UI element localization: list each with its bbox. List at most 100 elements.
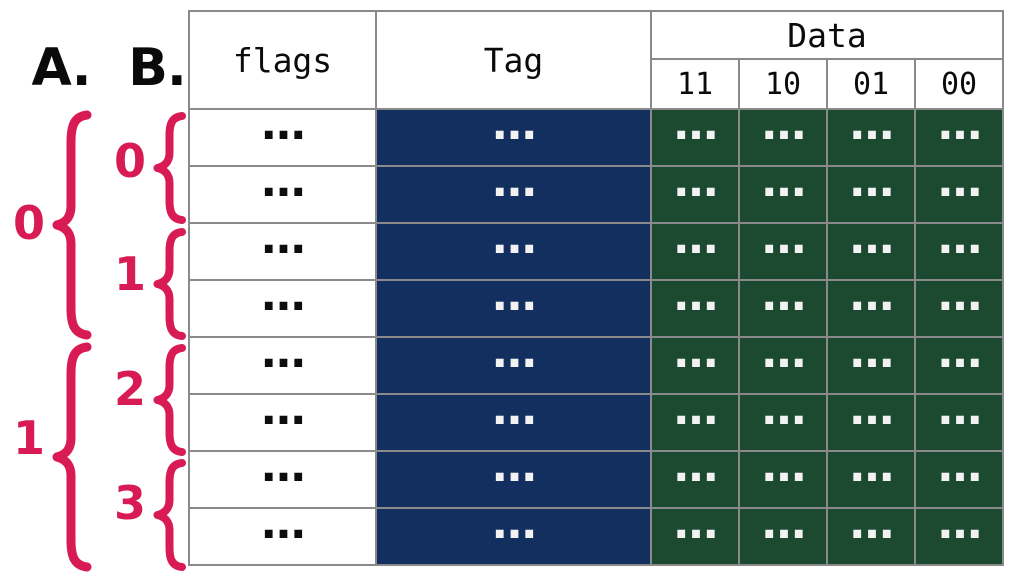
data-cell: ...	[826, 445, 916, 509]
flags-cell: ...	[188, 502, 377, 566]
data-cell: ...	[738, 160, 828, 224]
ellipsis-placeholder: ...	[848, 213, 895, 264]
data-cell: ...	[826, 388, 916, 452]
ellipsis-placeholder: ...	[491, 498, 537, 549]
ellipsis-placeholder: ...	[848, 99, 895, 150]
data-cell: ...	[738, 445, 828, 509]
data-cell: ...	[650, 160, 740, 224]
ellipsis-placeholder: ...	[672, 156, 719, 207]
data-cell: ...	[913, 160, 1005, 224]
flags-cell: ...	[188, 274, 377, 338]
tag-cell: ...	[375, 274, 652, 338]
ellipsis-placeholder: ...	[672, 498, 719, 549]
b-group-label-2: 2	[113, 362, 147, 416]
ellipsis-placeholder: ...	[760, 99, 807, 150]
curly-brace-icon	[151, 112, 188, 224]
curly-brace-icon	[151, 459, 188, 571]
a-group-label-0: 0	[12, 196, 46, 250]
b-group-label-0: 0	[113, 134, 147, 188]
data-cell: ...	[826, 331, 916, 395]
ellipsis-placeholder: ...	[760, 384, 807, 435]
data-cell: ...	[913, 388, 1005, 452]
flags-column-header: flags	[188, 10, 377, 110]
curly-brace-icon	[151, 344, 188, 456]
ellipsis-placeholder: ...	[672, 213, 719, 264]
tag-cell: ...	[375, 160, 652, 224]
index-column-b-heading: B.	[128, 38, 186, 98]
data-cell: ...	[826, 274, 916, 338]
data-cell: ...	[738, 274, 828, 338]
ellipsis-placeholder: ...	[760, 270, 807, 321]
ellipsis-placeholder: ...	[672, 99, 719, 150]
data-cell: ...	[738, 103, 828, 167]
index-column-a-heading: A.	[31, 38, 92, 98]
ellipsis-placeholder: ...	[936, 327, 983, 378]
data-cell: ...	[913, 217, 1005, 281]
ellipsis-placeholder: ...	[936, 498, 983, 549]
ellipsis-placeholder: ...	[672, 441, 719, 492]
ellipsis-placeholder: ...	[848, 498, 895, 549]
tag-cell: ...	[375, 331, 652, 395]
ellipsis-placeholder: ...	[491, 99, 537, 150]
ellipsis-placeholder: ...	[491, 384, 537, 435]
tag-column-header: Tag	[375, 10, 652, 110]
ellipsis-placeholder: ...	[936, 213, 983, 264]
table-row: ... ... ... ... ... ...	[188, 274, 1005, 338]
ellipsis-placeholder: ...	[260, 498, 306, 549]
ellipsis-placeholder: ...	[760, 441, 807, 492]
ellipsis-placeholder: ...	[260, 156, 306, 207]
ellipsis-placeholder: ...	[260, 213, 306, 264]
data-cell: ...	[650, 388, 740, 452]
tag-cell: ...	[375, 103, 652, 167]
table-row: ... ... ... ... ... ...	[188, 331, 1005, 395]
data-cell: ...	[826, 160, 916, 224]
ellipsis-placeholder: ...	[672, 384, 719, 435]
data-cell: ...	[650, 331, 740, 395]
ellipsis-placeholder: ...	[848, 156, 895, 207]
data-subcolumn-header-01: 01	[826, 58, 916, 110]
ellipsis-placeholder: ...	[848, 441, 895, 492]
cache-table: flags Tag Data 11 10 01 00 ... ... ... .…	[188, 10, 1005, 566]
data-cell: ...	[826, 217, 916, 281]
ellipsis-placeholder: ...	[491, 213, 537, 264]
tag-cell: ...	[375, 502, 652, 566]
header-row-top: flags Tag Data	[188, 10, 1005, 110]
data-subcolumn-header-11: 11	[650, 58, 740, 110]
table-row: ... ... ... ... ... ...	[188, 217, 1005, 281]
ellipsis-placeholder: ...	[491, 441, 537, 492]
tag-cell: ...	[375, 445, 652, 509]
table-row: ... ... ... ... ... ...	[188, 103, 1005, 167]
data-cell: ...	[913, 445, 1005, 509]
data-column-header: Data	[649, 10, 1005, 60]
table-row: ... ... ... ... ... ...	[188, 160, 1005, 224]
b-group-label-3: 3	[113, 476, 147, 530]
curly-brace-icon	[50, 342, 94, 572]
data-subcolumn-header-10: 10	[738, 58, 828, 110]
ellipsis-placeholder: ...	[848, 384, 895, 435]
data-cell: ...	[738, 502, 828, 566]
ellipsis-placeholder: ...	[760, 213, 807, 264]
data-cell: ...	[650, 217, 740, 281]
data-cell: ...	[826, 502, 916, 566]
header-row-sub: 11 10 01 00	[189, 58, 1005, 110]
ellipsis-placeholder: ...	[491, 270, 537, 321]
data-cell: ...	[650, 445, 740, 509]
flags-cell: ...	[188, 160, 377, 224]
ellipsis-placeholder: ...	[936, 270, 983, 321]
data-cell: ...	[738, 331, 828, 395]
table-row: ... ... ... ... ... ...	[188, 502, 1005, 566]
b-group-label-1: 1	[113, 247, 147, 301]
data-cell: ...	[913, 331, 1005, 395]
data-cell: ...	[738, 388, 828, 452]
ellipsis-placeholder: ...	[672, 270, 719, 321]
ellipsis-placeholder: ...	[760, 156, 807, 207]
a-group-label-1: 1	[12, 411, 46, 465]
data-cell: ...	[826, 103, 916, 167]
ellipsis-placeholder: ...	[260, 327, 306, 378]
ellipsis-placeholder: ...	[760, 327, 807, 378]
ellipsis-placeholder: ...	[672, 327, 719, 378]
data-subcolumn-header-00: 00	[913, 58, 1005, 110]
data-cell: ...	[650, 103, 740, 167]
ellipsis-placeholder: ...	[936, 99, 983, 150]
